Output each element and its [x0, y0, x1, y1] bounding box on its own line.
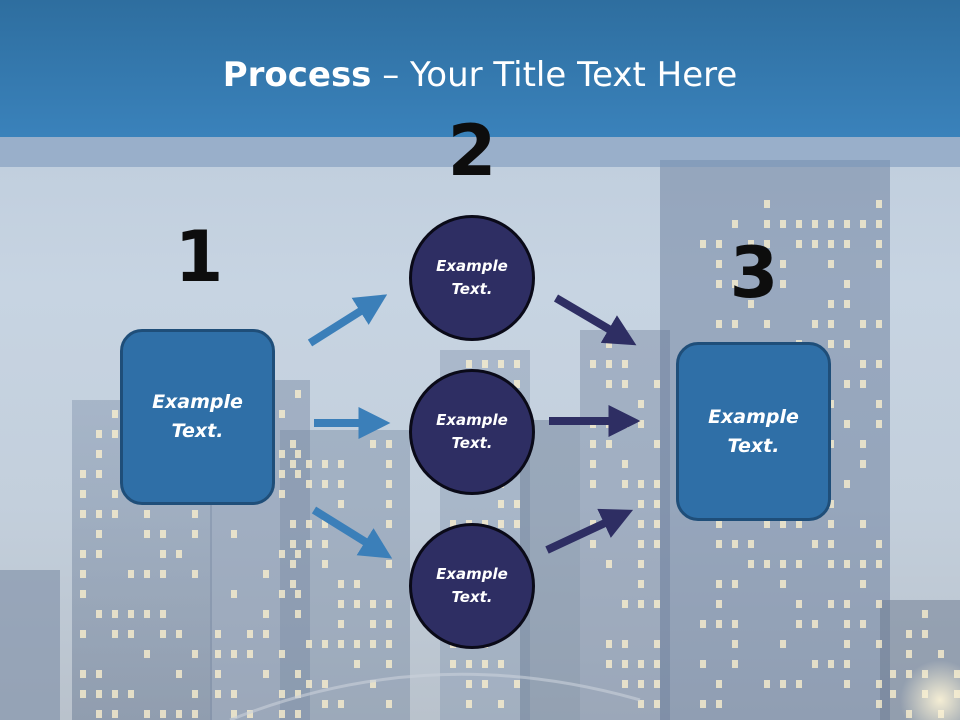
step-number-2: 2: [447, 110, 497, 192]
title-bold: Process: [222, 55, 372, 95]
circle-middle: Example Text.: [409, 369, 535, 495]
title-bar-band: [0, 137, 960, 167]
arrow-left-to-top: [307, 294, 388, 347]
circle-bottom: Example Text.: [409, 523, 535, 649]
step-number-1: 1: [174, 216, 224, 298]
title-bar: [0, 0, 960, 137]
right-step-box: Example Text.: [676, 342, 831, 521]
step-number-3: 3: [729, 232, 779, 314]
arrow-left-to-bottom: [311, 506, 393, 559]
title-rest: – Your Title Text Here: [371, 55, 738, 95]
circle-top: Example Text.: [409, 215, 535, 341]
slide-title: Process – Your Title Text Here: [0, 52, 960, 98]
arrow-bottom-to-right: [545, 508, 634, 554]
left-step-box: Example Text.: [120, 329, 275, 505]
arrow-top-to-right: [553, 294, 637, 346]
